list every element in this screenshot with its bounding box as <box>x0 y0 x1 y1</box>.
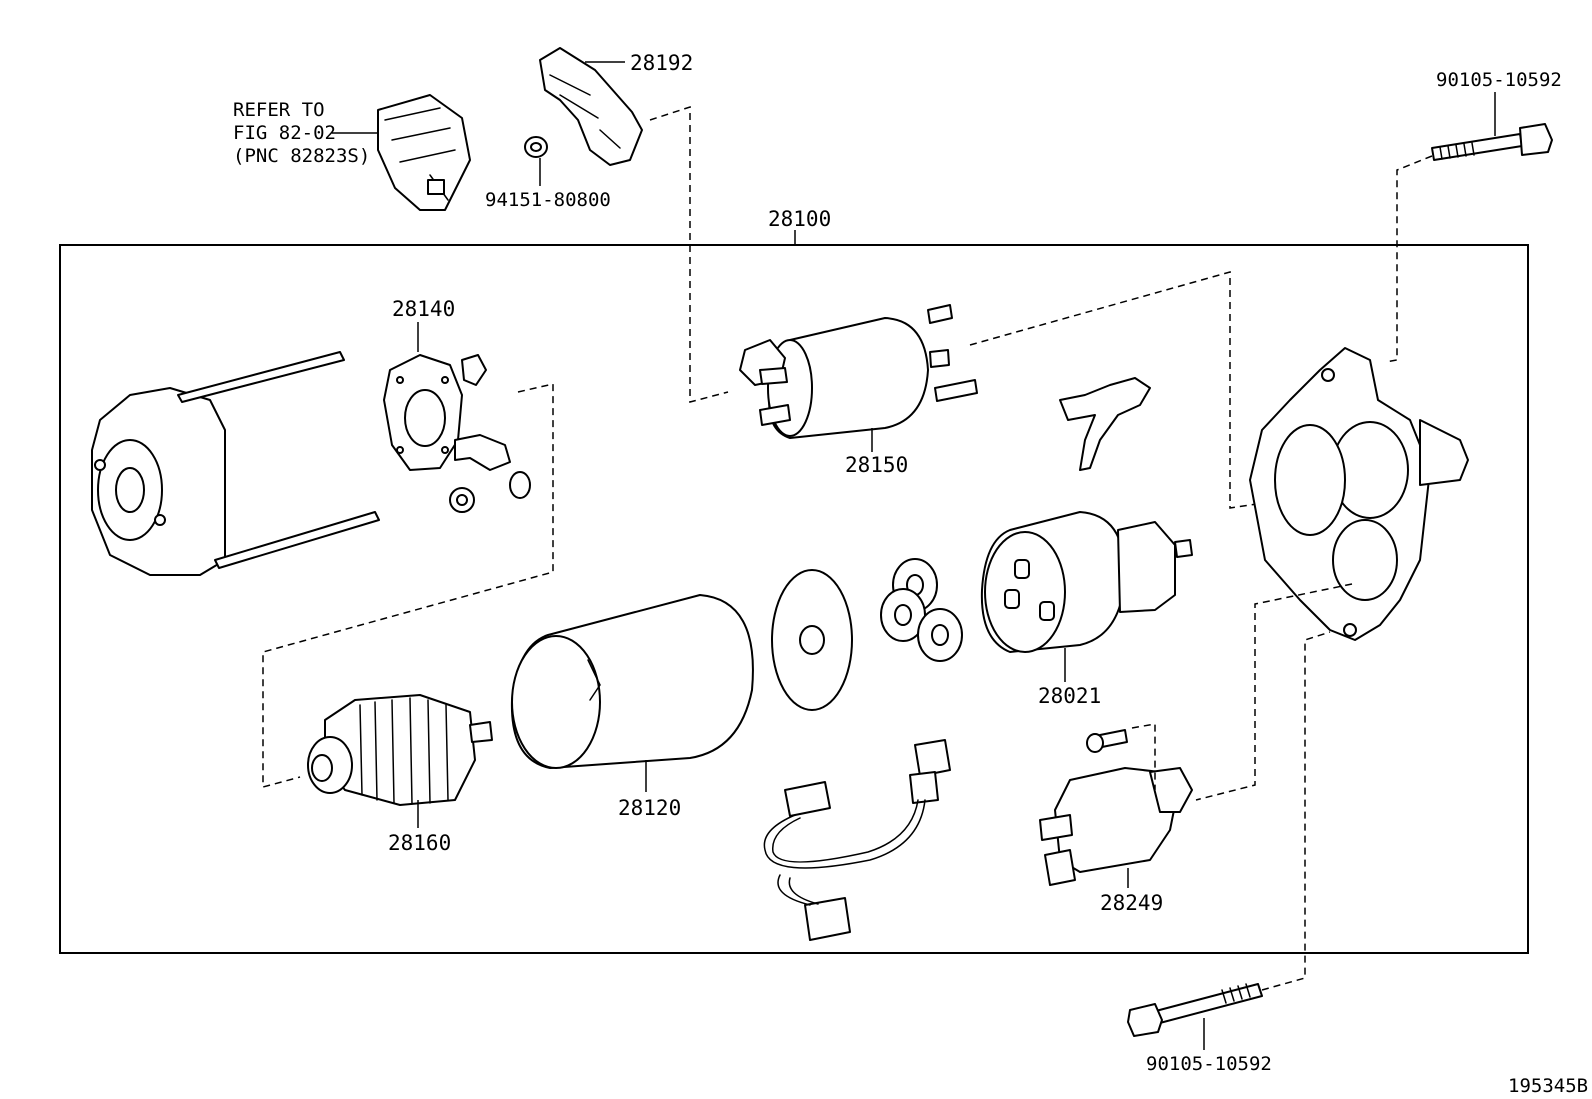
refer-line-1: REFER TO <box>233 99 325 121</box>
label-90105-top: 90105-10592 <box>1436 69 1562 91</box>
label-94151: 94151-80800 <box>485 189 611 211</box>
figure-code: 195345B <box>1508 1075 1588 1097</box>
shell-28120 <box>510 594 754 769</box>
bolt-90105-top <box>1431 123 1553 161</box>
clutch-28021 <box>980 511 1193 653</box>
label-28021: 28021 <box>1038 684 1101 708</box>
label-28160: 28160 <box>388 831 451 855</box>
refer-line-3: (PNC 82823S) <box>233 145 370 167</box>
planetary-gears <box>880 558 963 662</box>
label-28140: 28140 <box>392 297 455 321</box>
nut-94151 <box>524 136 548 158</box>
label-28120: 28120 <box>618 796 681 820</box>
shift-lever <box>1059 377 1151 471</box>
drive-housing <box>1249 347 1469 641</box>
refer-line-2: FIG 82-02 <box>233 122 336 144</box>
label-28249: 28249 <box>1100 891 1163 915</box>
wiring-harness <box>763 739 951 941</box>
brush-holder-28140 <box>383 354 531 513</box>
label-28150: 28150 <box>845 453 908 477</box>
connector-refer-part <box>377 94 471 211</box>
label-28100: 28100 <box>768 207 831 231</box>
switch-28249 <box>1039 729 1193 886</box>
plate-disc <box>771 569 853 711</box>
bolt-90105-bottom <box>1127 983 1263 1037</box>
label-90105-bottom: 90105-10592 <box>1146 1053 1272 1075</box>
yoke-housing <box>91 351 380 576</box>
label-28192: 28192 <box>630 51 693 75</box>
bracket-28192 <box>539 47 643 166</box>
armature-28160 <box>307 694 493 806</box>
solenoid-28150 <box>739 304 978 439</box>
assembly-frame <box>59 244 1529 954</box>
